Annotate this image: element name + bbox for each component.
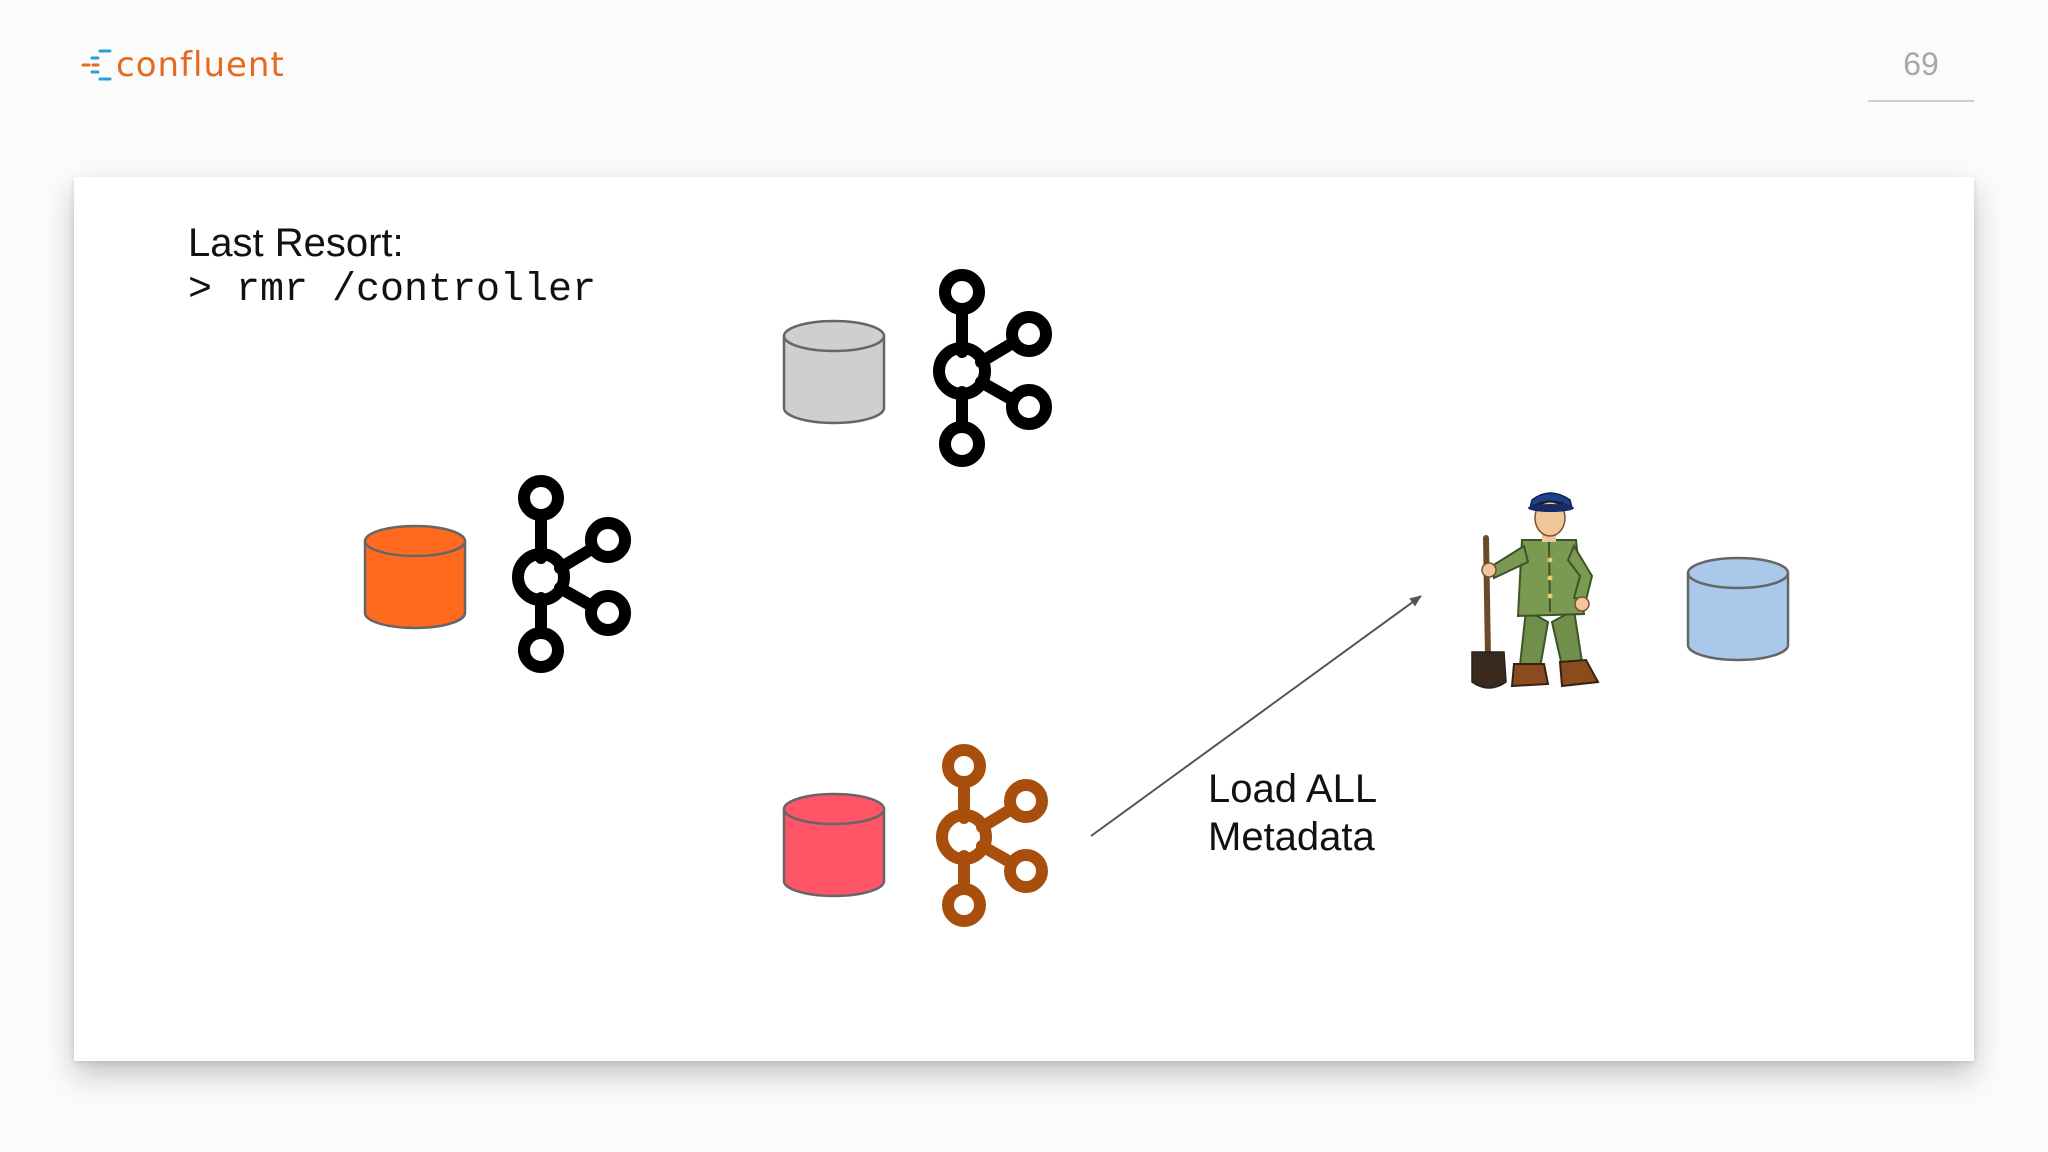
confluent-logo: confluent bbox=[80, 40, 285, 90]
page-number: 69 bbox=[1903, 46, 1939, 82]
page-number-underline bbox=[1868, 100, 1974, 102]
zookeeper-keeper-icon bbox=[1471, 492, 1600, 689]
database-cylinder-icon bbox=[782, 319, 886, 425]
arrow-label-line-2: Metadata bbox=[1208, 815, 1375, 859]
arrow-label: Load ALL Metadata bbox=[1208, 765, 1377, 861]
arrow-label-line-1: Load ALL bbox=[1208, 767, 1378, 811]
command-text: > rmr /controller bbox=[188, 268, 597, 313]
database-cylinder-icon bbox=[1686, 556, 1790, 662]
kafka-logo-icon bbox=[936, 744, 1048, 927]
database-cylinder-icon bbox=[363, 524, 467, 630]
kafka-logo-icon bbox=[512, 475, 631, 673]
database-cylinder-icon bbox=[782, 792, 886, 898]
logo-text: confluent bbox=[116, 45, 285, 85]
confluent-logo-icon bbox=[81, 49, 112, 81]
slide-heading: Last Resort: bbox=[188, 221, 404, 265]
kafka-logo-icon bbox=[933, 269, 1052, 467]
metadata-arrow bbox=[1090, 595, 1422, 837]
